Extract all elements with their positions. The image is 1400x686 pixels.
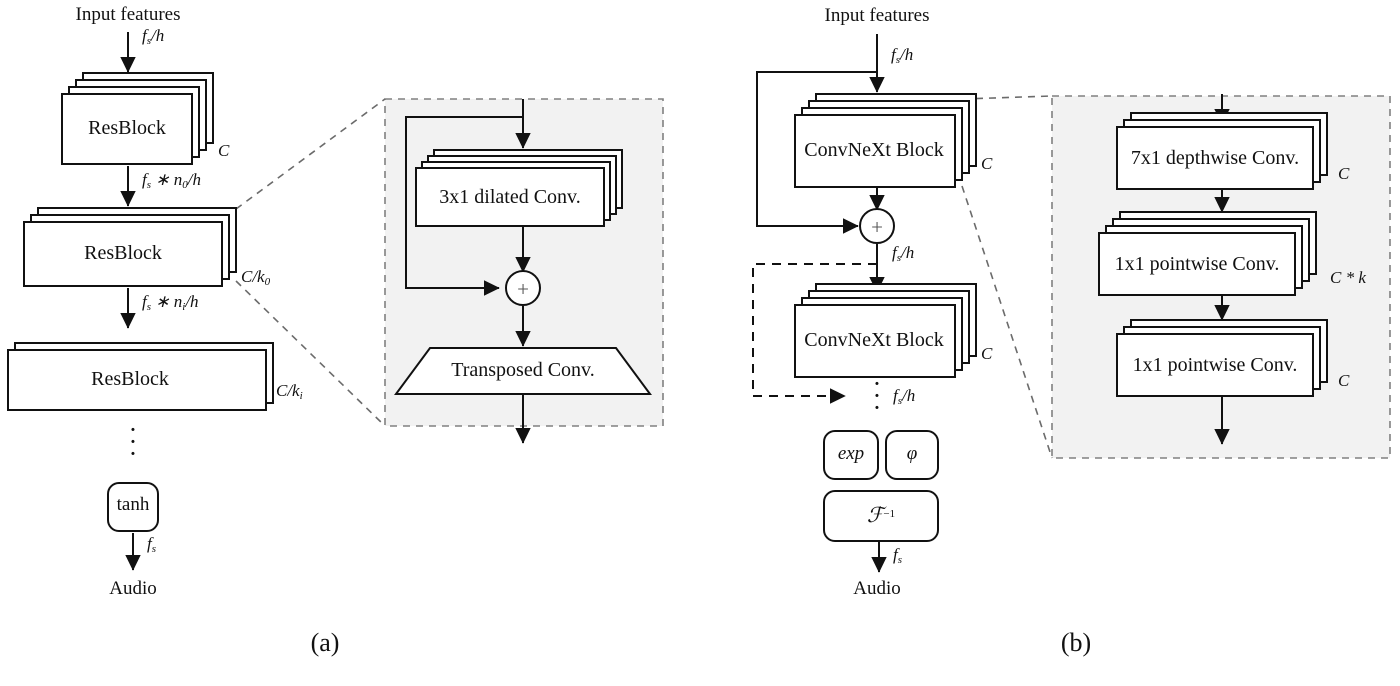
panel-a-resblock3-label: ResBlock [91,368,169,390]
block-b-exp [823,430,879,480]
panel-a-inset-dilated-conv-label: 3x1 dilated Conv. [439,186,581,208]
panel-a-caption: (a) [310,628,340,657]
panel-a-resblock2-label: ResBlock [84,242,162,264]
panel-a-vertical-dots: ··· [128,415,138,468]
panel-b-convnext1-label: ConvNeXt Block [804,139,944,161]
panel-a-arrow-label-1: fs/h [142,26,165,47]
leader-line-a-bottom [235,280,386,427]
leader-line-a-top [235,98,386,210]
panel-a-arrow-label-2: fs ∗ n0/h [142,170,201,191]
block-a-inset-dilconv [415,167,605,227]
panel-b-output-label: Audio [853,578,901,599]
panel-b-convnext2-multiplicity: C [981,344,993,363]
adder-a-inset [505,270,541,306]
panel-b-inset-pw1-multiplicity: C * k [1330,268,1366,287]
panel-b-inset-dw-multiplicity: C [1338,164,1350,183]
panel-b-convnext1-multiplicity: C [981,154,993,173]
block-a-resblock2 [23,221,223,287]
panel-b-exp-label: exp [837,443,865,464]
panel-a-inset-transposed-conv-label: Transposed Conv. [451,359,595,381]
leader-line-b-bottom [961,185,1053,459]
adder-b [859,208,895,244]
panel-b-header: Input features [824,5,930,26]
panel-a-resblock1-label: ResBlock [88,117,166,139]
block-b-convnext2 [794,304,956,378]
block-b-inset-pw2 [1116,333,1314,397]
residual-path-a [405,116,523,296]
panel-b-arrow-label-3: fs/h [893,386,916,407]
panel-b-arrow-label-1: fs/h [891,45,914,66]
block-a-resblock1 [61,93,193,165]
panel-a-header: Input features [75,4,181,25]
panel-b-inverse-transform-label: ℱ−1 [866,503,896,527]
panel-b-convnext2-label: ConvNeXt Block [804,329,944,351]
panel-a-resblock2-multiplicity: C/k0 [241,267,271,288]
panel-b-vertical-dots: ··· [872,369,882,422]
residual-path-b-1 [756,71,877,234]
panel-a-resblock1-multiplicity: C [218,141,230,160]
block-b-inverse-transform [823,490,939,542]
panel-b-arrow-label-4: fs [893,545,903,566]
block-b-inset-dw [1116,126,1314,190]
block-a-resblock3 [7,349,267,411]
panel-b-inset-dw-label: 7x1 depthwise Conv. [1130,147,1300,169]
panel-b-caption: (b) [1060,628,1092,657]
panel-b-arrow-label-2: fs/h [892,243,915,264]
panel-b-inset-pw1-label: 1x1 pointwise Conv. [1114,253,1280,275]
panel-a-resblock3-multiplicity: C/ki [276,381,303,402]
adder-a-inset-plus: + [517,277,529,301]
block-b-phi [885,430,939,480]
panel-a-tanh-label: tanh [116,494,150,515]
block-b-convnext1 [794,114,956,188]
panel-b-inset-pw2-label: 1x1 pointwise Conv. [1132,354,1298,376]
panel-a-arrow-label-4: fs [147,534,157,555]
panel-a-output-label: Audio [109,578,157,599]
leader-line-b-top [962,95,1053,100]
adder-b-plus: + [871,215,883,239]
panel-a-arrow-label-3: fs ∗ ni/h [142,292,199,313]
panel-b-inset-pw2-multiplicity: C [1338,371,1350,390]
block-a-tanh [107,482,159,532]
block-a-inset-transposed-conv [394,347,652,395]
panel-b-phi-label: φ [906,443,918,464]
block-b-inset-pw1 [1098,232,1296,296]
